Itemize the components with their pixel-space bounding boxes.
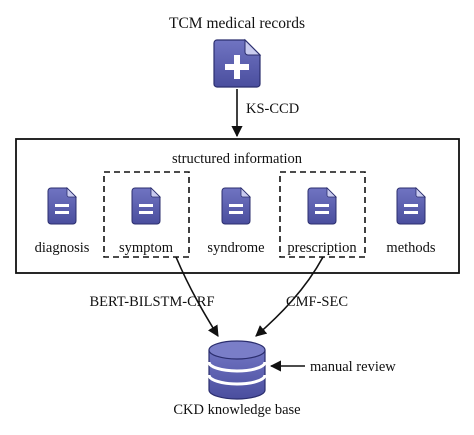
document-icon bbox=[396, 187, 426, 225]
structured-item-label: symptom bbox=[119, 240, 174, 256]
arrow-symptom-to-kb bbox=[175, 256, 219, 337]
extraction-method-label: KS-CCD bbox=[246, 101, 299, 117]
structured-item-label: methods bbox=[386, 240, 435, 256]
database-icon bbox=[207, 340, 267, 400]
document-plus-icon bbox=[213, 38, 262, 88]
document-icon bbox=[47, 187, 77, 225]
method-left-label: BERT-BILSTM-CRF bbox=[89, 294, 214, 310]
structured-item-label: prescription bbox=[287, 240, 357, 256]
structured-item-label: syndrome bbox=[207, 240, 264, 256]
manual-review-label: manual review bbox=[310, 359, 396, 375]
method-right-label: CMF-SEC bbox=[286, 294, 348, 310]
arrow-prescription-to-kb bbox=[255, 256, 324, 337]
structured-item: symptom bbox=[119, 187, 174, 256]
structured-info-box bbox=[15, 138, 460, 274]
structured-item: syndrome bbox=[207, 187, 265, 256]
source-title: TCM medical records bbox=[169, 15, 305, 32]
structured-info-title: structured information bbox=[172, 151, 303, 167]
structured-item: methods bbox=[386, 187, 436, 256]
structured-items: diagnosis symptom syndrome prescription meth… bbox=[35, 187, 436, 256]
document-icon bbox=[131, 187, 161, 225]
document-icon bbox=[221, 187, 251, 225]
structured-item: diagnosis bbox=[35, 187, 90, 256]
knowledge-base-title: CKD knowledge base bbox=[173, 402, 300, 418]
document-icon bbox=[307, 187, 337, 225]
structured-item-label: diagnosis bbox=[35, 240, 90, 256]
symptom-highlight-box bbox=[103, 171, 190, 258]
structured-item: prescription bbox=[287, 187, 357, 256]
